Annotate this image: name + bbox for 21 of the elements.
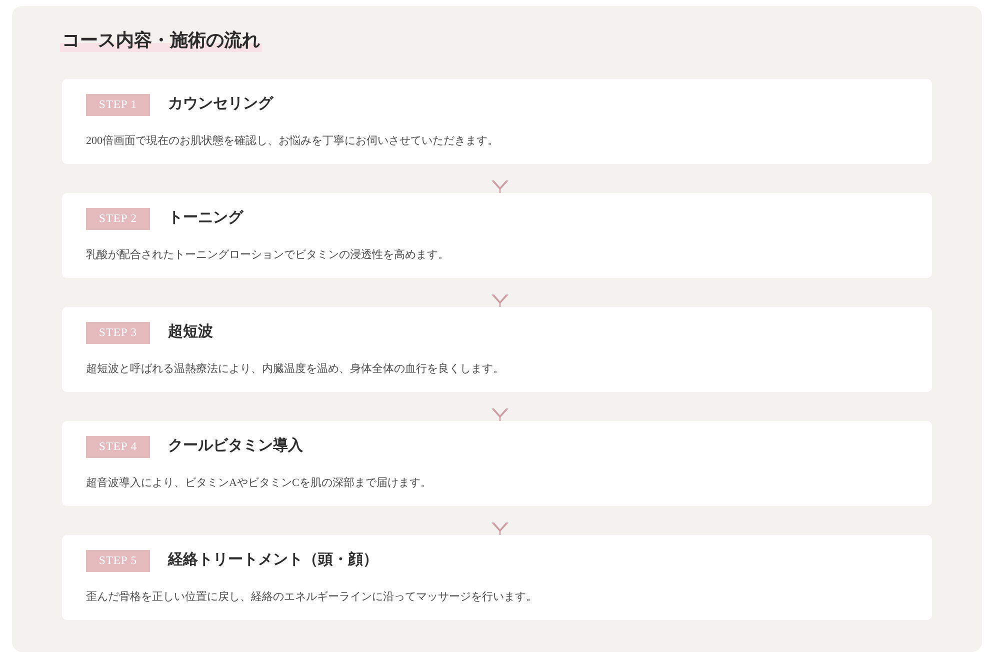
step-description: 乳酸が配合されたトーニングローションでビタミンの浸透性を高めます。 [86, 248, 449, 263]
step-description: 歪んだ骨格を正しい位置に戻し、経絡のエネルギーラインに沿ってマッサージを行います。 [86, 590, 537, 605]
step-heading: クールビタミン導入 [168, 436, 303, 456]
step-card [62, 79, 932, 164]
step-card [62, 535, 932, 620]
step-tag: STEP 2 [86, 208, 150, 230]
step-card [62, 307, 932, 392]
step-heading: 超短波 [168, 322, 213, 342]
section-title: コース内容・施術の流れ [60, 28, 262, 52]
step-tag: STEP 3 [86, 322, 150, 344]
step-heading: 経絡トリートメント（頭・顔） [168, 550, 378, 570]
step-heading: カウンセリング [168, 95, 273, 114]
step-tag: STEP 4 [86, 436, 150, 458]
step-card [62, 193, 932, 278]
step-tag: STEP 1 [86, 94, 150, 116]
step-description: 超音波導入により、ビタミンAやビタミンCを肌の深部まで届けます。 [86, 476, 432, 491]
step-description: 超短波と呼ばれる温熱療法により、内臓温度を温め、身体全体の血行を良くします。 [86, 362, 504, 377]
step-heading: トーニング [168, 209, 243, 228]
step-tag: STEP 5 [86, 550, 150, 572]
step-card [62, 421, 932, 506]
step-description: 200倍画面で現在のお肌状態を確認し、お悩みを丁寧にお伺いさせていただきます。 [86, 134, 498, 149]
